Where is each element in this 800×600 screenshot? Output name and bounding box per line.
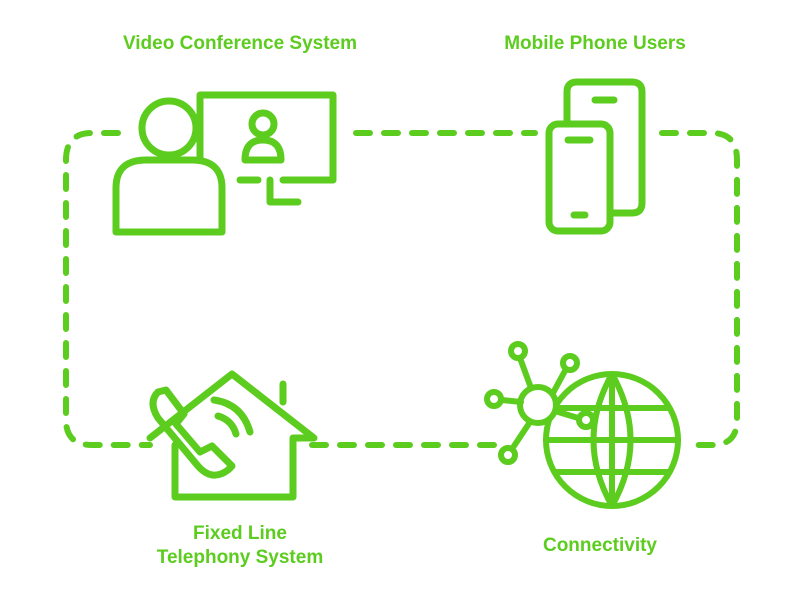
connector-top-right bbox=[659, 130, 740, 448]
label-video-conference: Video Conference System bbox=[80, 32, 400, 56]
connector-loop bbox=[63, 130, 740, 448]
label-connectivity: Connectivity bbox=[500, 534, 700, 558]
video-conference-icon bbox=[112, 91, 337, 236]
house-telephone-icon bbox=[146, 370, 318, 501]
connector-top-left bbox=[63, 130, 153, 448]
label-connectivity-line-1: Connectivity bbox=[542, 535, 658, 556]
label-fixed-line-line-1: Fixed Line bbox=[193, 523, 287, 544]
label-video-conference-line-1: Video Conference System bbox=[122, 33, 358, 54]
label-mobile-phone-users: Mobile Phone Users bbox=[470, 32, 720, 56]
label-fixed-line-line-2: Telephony System bbox=[156, 547, 324, 568]
label-fixed-line: Fixed Line Telephony System bbox=[100, 522, 380, 570]
mobile-phones-icon bbox=[545, 78, 646, 235]
network-globe-icon bbox=[484, 341, 681, 509]
label-mobile-phone-users-line-1: Mobile Phone Users bbox=[504, 33, 686, 54]
